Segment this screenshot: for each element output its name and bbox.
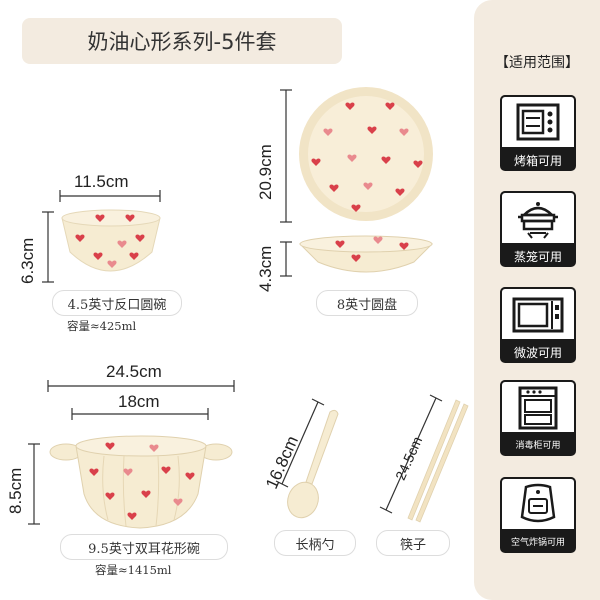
oven-icon: [500, 95, 576, 149]
chopsticks-name: 筷子: [376, 530, 450, 556]
big-bowl-height: 8.5cm: [6, 467, 25, 514]
air-fryer-icon: [500, 477, 576, 531]
usage-label-microwave: 微波可用: [513, 346, 562, 360]
usage-label-oven: 烤箱可用: [513, 154, 562, 168]
usage-label-sterilizer: 消毒柜可用: [515, 441, 561, 451]
microwave-icon: [500, 287, 576, 341]
product-title: 奶油心形系列-5件套: [22, 18, 342, 64]
big-bowl-image: [49, 435, 233, 529]
small-bowl-capacity: 容量≈425ml: [67, 319, 137, 333]
sterilizer-cabinet-icon: [500, 380, 576, 434]
big-bowl-outer-width: 24.5cm: [106, 362, 162, 381]
usage-heading: 【适用范围】: [495, 55, 579, 71]
usage-card-air-fryer: 空气炸锅可用: [500, 477, 576, 553]
small-bowl-image: [61, 209, 161, 272]
usage-card-sterilizer: 消毒柜可用: [500, 380, 576, 456]
steamer-icon: [500, 191, 576, 245]
product-illustrations: [28, 87, 469, 529]
big-bowl-name: 9.5英寸双耳花形碗: [60, 534, 228, 560]
plate-height: 4.3cm: [256, 245, 275, 292]
small-bowl-width: 11.5cm: [74, 172, 129, 191]
small-bowl-name: 4.5英寸反口圆碗: [52, 290, 182, 316]
spoon-name: 长柄勺: [274, 530, 356, 556]
plate-name: 8英寸圆盘: [316, 290, 418, 316]
usage-label-steamer: 蒸笼可用: [513, 250, 562, 264]
usage-label-air-fryer: 空气炸锅可用: [510, 538, 565, 548]
big-bowl-capacity: 容量≈1415ml: [95, 563, 172, 577]
plate-side-image: [298, 235, 434, 273]
spoon-image: [287, 409, 339, 519]
big-bowl-inner-width: 18cm: [118, 392, 160, 411]
plate-width: 20.9cm: [256, 144, 275, 200]
plate-top-image: [299, 87, 433, 221]
usage-card-microwave: 微波可用: [500, 287, 576, 363]
chopsticks-image: [407, 399, 469, 523]
usage-card-oven: 烤箱可用: [500, 95, 576, 171]
usage-card-steamer: 蒸笼可用: [500, 191, 576, 267]
small-bowl-height: 6.3cm: [18, 237, 37, 284]
